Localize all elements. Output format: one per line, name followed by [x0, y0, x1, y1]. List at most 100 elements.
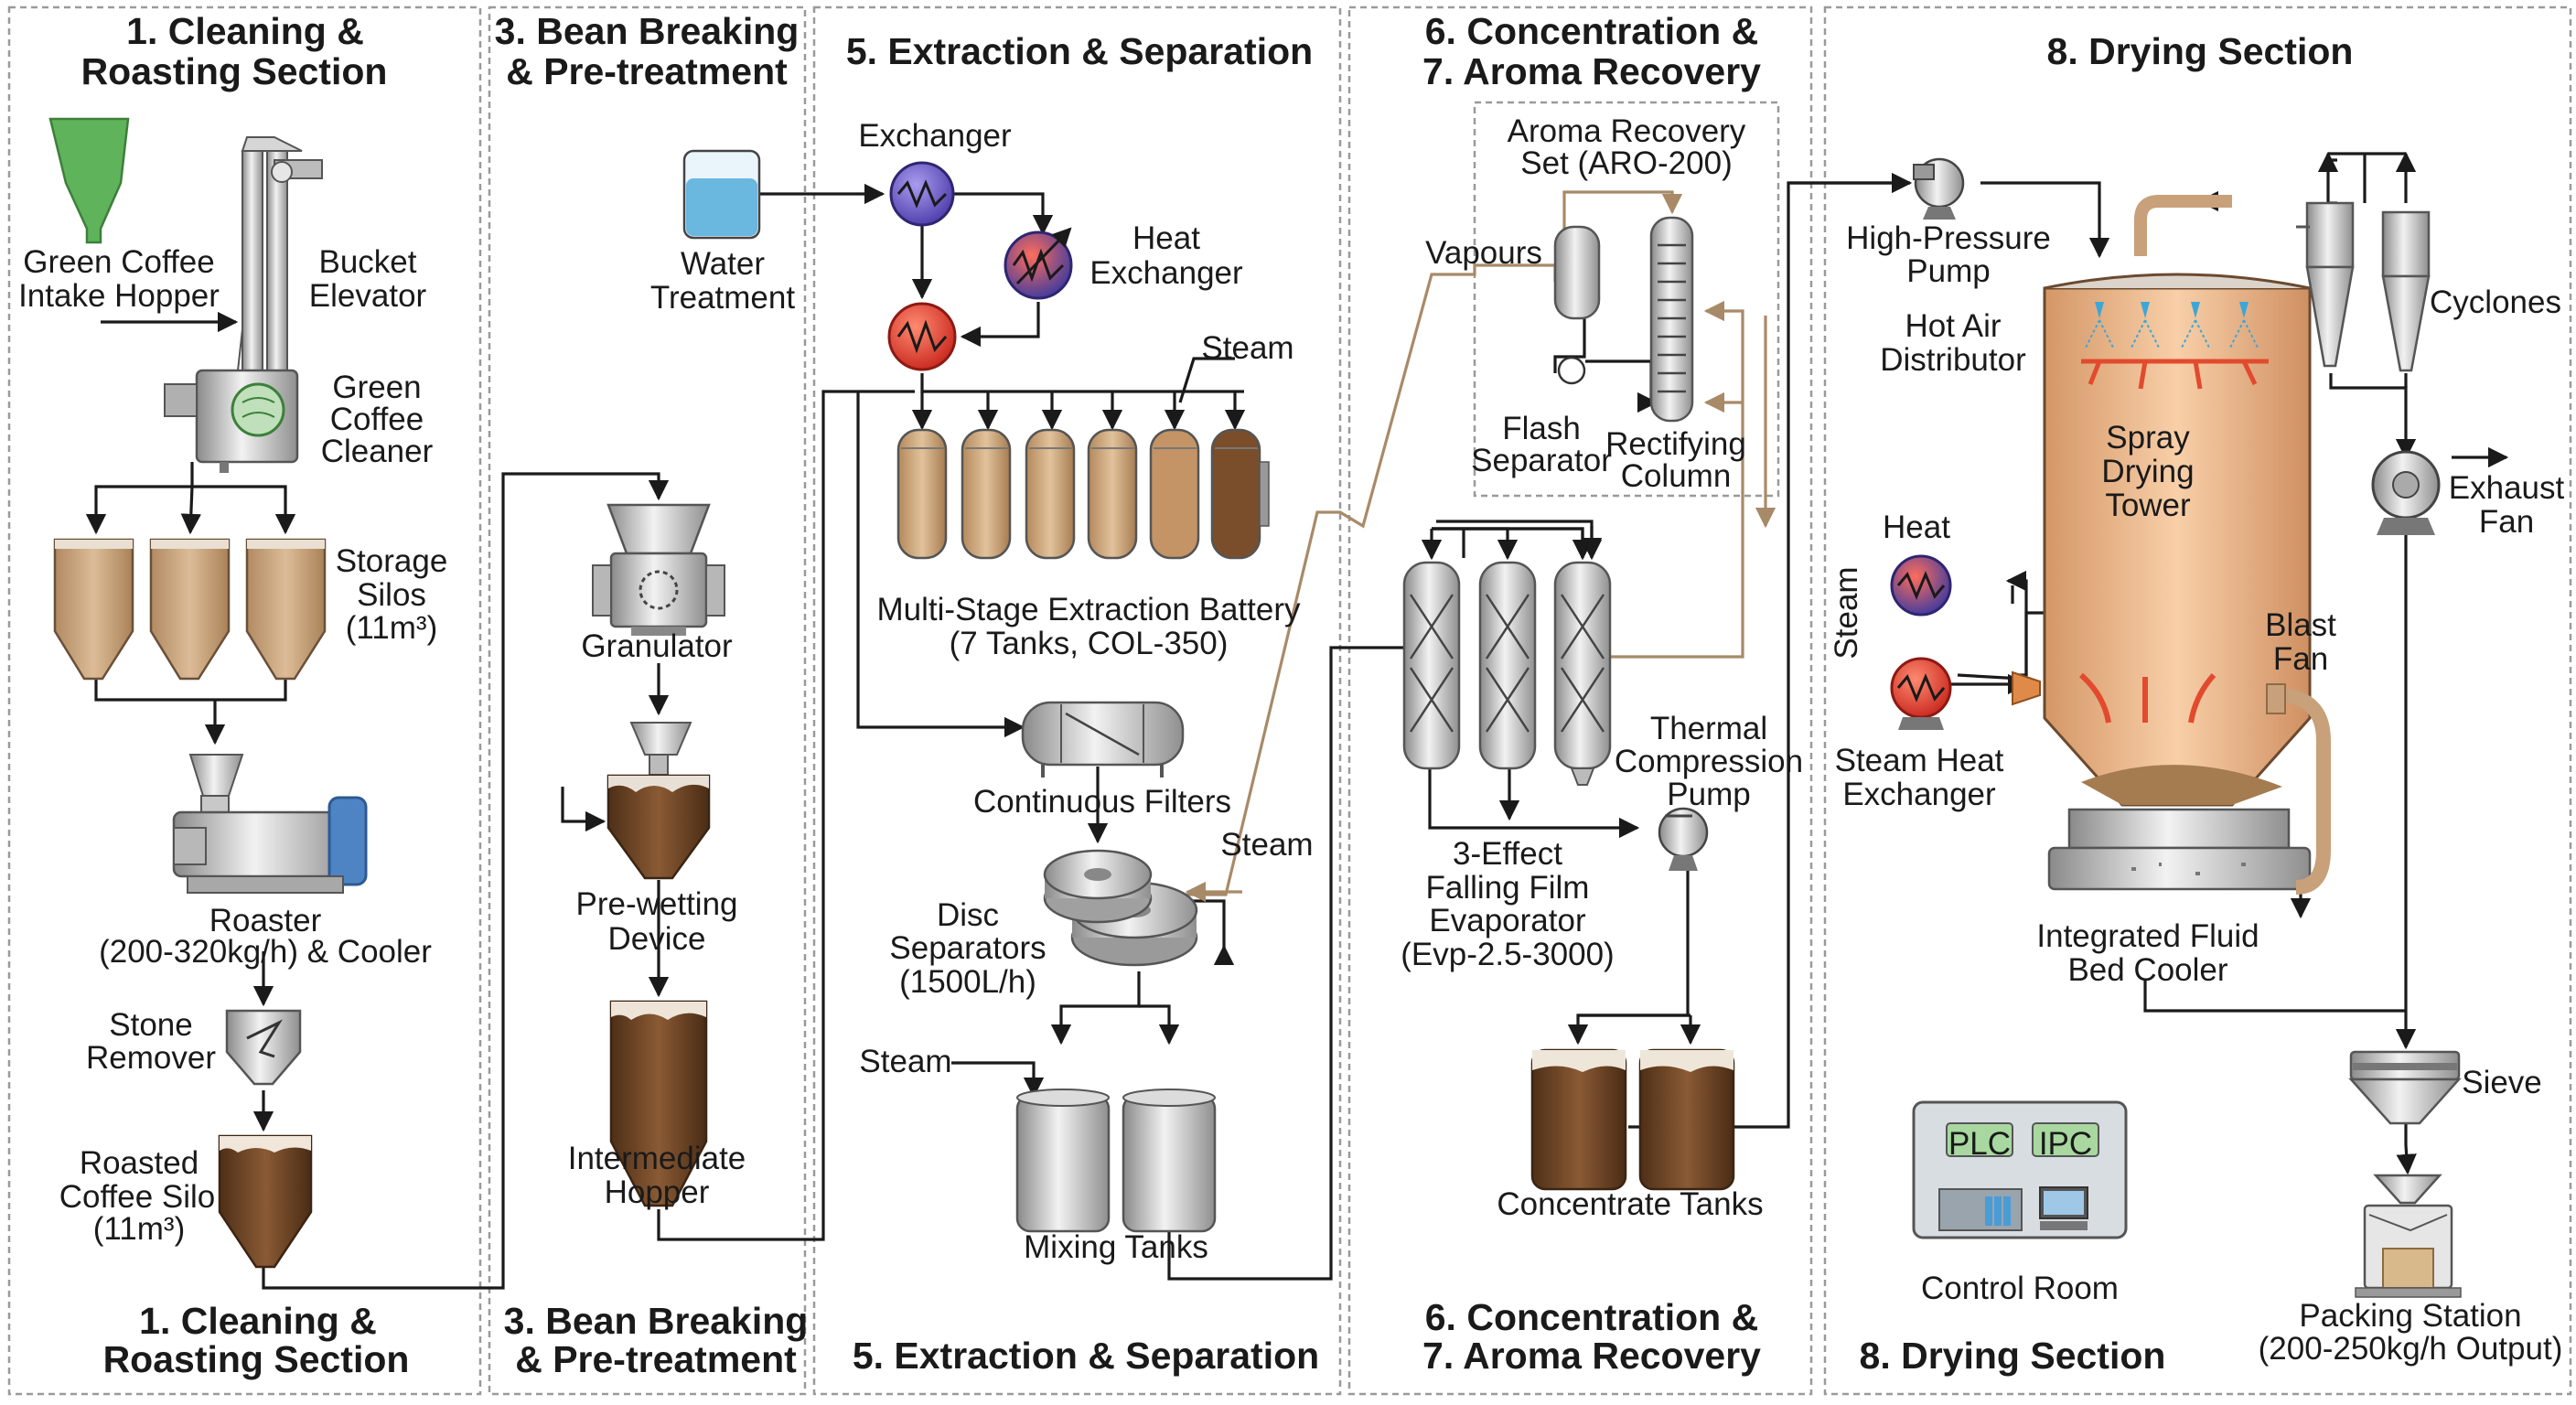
label-granulator: Granulator [581, 628, 733, 664]
header-s8-bottom: 8. Drying Section [1860, 1335, 2166, 1377]
label-cleaner-2: Coffee [330, 402, 424, 437]
label-hp-pump-1: High-Pressure [1846, 220, 2051, 256]
section-5-border [812, 5, 1342, 1396]
cyclone-2 [2381, 210, 2431, 372]
label-roaster-2: (200-320kg/h) & Cooler [99, 934, 432, 970]
water-treatment-tank [682, 149, 761, 240]
header-s6-bottom-2: 7. Aroma Recovery [1422, 1335, 1761, 1377]
header-s1-bottom-2: Roasting Section [103, 1338, 410, 1380]
extraction-tank-1 [896, 428, 948, 560]
heater-small [887, 302, 957, 371]
label-heat-exchanger-2: Exchanger [1089, 255, 1243, 291]
label-extraction-1: Multi-Stage Extraction Battery [877, 592, 1301, 627]
label-extraction-2: (7 Tanks, COL-350) [950, 626, 1229, 661]
label-water-1: Water [681, 246, 765, 282]
label-cleaner-1: Green [332, 370, 421, 405]
flash-separator [1553, 225, 1601, 385]
label-heat: Heat [1883, 509, 1950, 545]
label-silos-3: (11m³) [346, 610, 437, 646]
heat-exchanger [1004, 227, 1073, 300]
section-6-border [1347, 5, 1813, 1396]
header-s1-top-2: Roasting Section [81, 50, 388, 92]
extraction-battery [896, 428, 1270, 560]
label-rectifying-2: Column [1621, 458, 1732, 494]
label-evaporator-2: Falling Film [1426, 870, 1590, 906]
mixing-tanks [1015, 1089, 1217, 1233]
label-disc-2: Separators [889, 930, 1046, 966]
storage-silo-3 [245, 538, 327, 681]
header-s6-top-2: 7. Aroma Recovery [1422, 50, 1761, 92]
continuous-filters [1021, 701, 1185, 778]
label-packing-1: Packing Station [2299, 1298, 2521, 1334]
label-aroma-1: Aroma Recovery [1508, 113, 1746, 149]
label-steam-disc: Steam [1220, 827, 1313, 863]
header-s1-bottom-1: 1. Cleaning & [139, 1300, 377, 1342]
label-control-room: Control Room [1921, 1271, 2119, 1306]
header-s3-top-2: & Pre-treatment [506, 50, 788, 92]
label-prewetting-1: Pre-wetting [575, 886, 737, 922]
header-s6-top-1: 6. Concentration & [1425, 10, 1758, 52]
label-fluid-bed-2: Bed Cooler [2067, 952, 2227, 988]
storage-silos [53, 538, 327, 681]
packing-station [2355, 1174, 2462, 1298]
label-evaporator-3: Evaporator [1429, 903, 1586, 938]
label-vapours: Vapours [1425, 235, 1542, 271]
intake-hopper [48, 117, 130, 244]
label-blast-fan-1: Blast [2265, 607, 2336, 643]
header-s5-top: 5. Extraction & Separation [846, 30, 1313, 72]
label-silos-2: Silos [357, 577, 426, 613]
label-flash-1: Flash [1502, 411, 1581, 446]
heat-exchanger-side [1890, 554, 1952, 617]
section-3-border [488, 5, 807, 1396]
extraction-tank-2 [961, 428, 1012, 560]
aroma-recovery-box [1473, 101, 1780, 498]
mixing-tank-2 [1122, 1089, 1217, 1233]
cyclones [2296, 201, 2431, 372]
label-roasted-silo-2: Coffee Silo [59, 1179, 216, 1215]
granulator [592, 503, 725, 636]
control-room [1912, 1100, 2128, 1239]
steam-heat-exchanger [1890, 657, 1952, 730]
label-hopper-1: Intermediate [568, 1141, 746, 1176]
extraction-tank-3 [1025, 428, 1076, 560]
bucket-elevator [236, 136, 323, 371]
label-stone-remover-1: Stone [109, 1007, 192, 1043]
evaporator-effect-2 [1478, 561, 1537, 770]
header-s6-bottom-1: 6. Concentration & [1425, 1296, 1758, 1338]
concentrate-tanks [1530, 1048, 1735, 1191]
header-s5-bottom: 5. Extraction & Separation [853, 1335, 1319, 1377]
prewetting-device [606, 722, 711, 880]
label-intake-hopper-1: Green Coffee [23, 244, 215, 280]
label-flash-2: Separator [1471, 443, 1612, 478]
label-fluid-bed-1: Integrated Fluid [2036, 918, 2259, 954]
section-8-border [1823, 5, 2572, 1396]
label-bucket-elevator-1: Bucket [319, 244, 417, 280]
label-stone-remover-2: Remover [86, 1040, 216, 1076]
extraction-tank-5 [1149, 428, 1200, 560]
label-bucket-elevator-2: Elevator [309, 278, 427, 314]
label-hot-air-2: Distributor [1880, 342, 2026, 378]
storage-silo-2 [149, 538, 231, 681]
header-s3-top-1: 3. Bean Breaking [495, 10, 800, 52]
label-roasted-silo-3: (11m³) [93, 1211, 185, 1247]
label-blast-fan-2: Fan [2273, 641, 2328, 677]
label-hot-air-1: Hot Air [1905, 308, 2001, 344]
section-borders [7, 5, 2572, 1396]
label-roasted-silo-1: Roasted [80, 1145, 199, 1181]
hot-air-arrows [2081, 359, 2269, 390]
label-cleaner-3: Cleaner [321, 434, 434, 469]
label-steam-extraction: Steam [1201, 330, 1293, 366]
label-water-2: Treatment [650, 280, 795, 316]
label-spray-1: Spray [2106, 420, 2190, 456]
label-exchanger: Exchanger [858, 118, 1012, 154]
label-intake-hopper-2: Intake Hopper [18, 278, 220, 314]
hot-air-distributor-nozzles [2095, 302, 2249, 318]
label-roaster-1: Roaster [209, 903, 322, 938]
label-silos-1: Storage [336, 543, 448, 579]
exchanger [889, 161, 955, 227]
rectifying-column [1649, 216, 1694, 423]
label-exhaust-1: Exhaust [2449, 470, 2565, 506]
label-thermal-pump-1: Thermal [1650, 711, 1767, 746]
label-steam-hx-2: Exchanger [1842, 777, 1996, 812]
green-coffee-cleaner [164, 369, 299, 473]
